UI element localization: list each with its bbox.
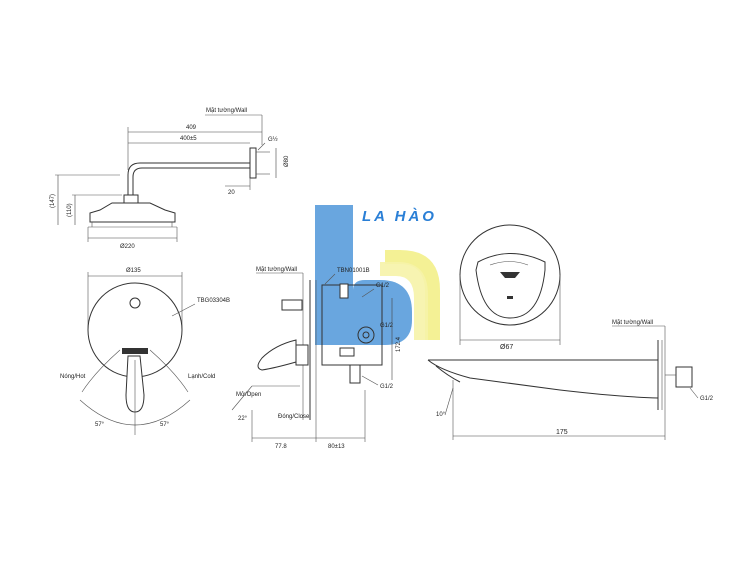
shower-dim-head-dia: Ø220 (120, 244, 135, 250)
spout-flange-diameter: Ø67 (500, 344, 513, 351)
spout-wall-label: Mặt tường/Wall (612, 320, 653, 326)
mixer-side-open: Mở/Open (236, 391, 261, 398)
mixer-front-angle-right: 57° (160, 422, 170, 428)
mixer-side-close: Đóng/Close (278, 414, 310, 420)
mixer-front-diameter: Ø135 (126, 268, 141, 274)
mixer-side-thread-top: G1/2 (376, 283, 390, 289)
shower-head-drawing: Mặt tường/Wall 409 400±5 G½ Ø80 20 (147) (50, 108, 290, 250)
shower-dim-thread: G½ (268, 136, 278, 143)
mixer-front-model: TBG03304B (197, 298, 230, 304)
mixer-side-thread-mid: G1/2 (380, 323, 394, 329)
mixer-front-angle-left: 57° (95, 422, 105, 428)
spout-front-drawing: Ø67 (459, 224, 561, 351)
spout-angle: 10° (436, 412, 446, 418)
spout-side-drawing: Mặt tường/Wall G1/2 10° 175 (427, 320, 714, 440)
mixer-side-body-model: TBN01001B (337, 268, 370, 274)
mixer-side-dim-a: 77.8 (275, 444, 287, 450)
shower-dim-height-inner: (110) (67, 203, 73, 217)
mixer-side-dim-c: 172.4 (396, 336, 402, 352)
mixer-side-dim-b: 80±13 (328, 444, 345, 450)
mixer-side-wall-label: Mặt tường/Wall (256, 267, 297, 273)
shower-wall-label: Mặt tường/Wall (206, 108, 247, 114)
shower-dim-flange: Ø80 (284, 155, 290, 167)
shower-dim-depth: 20 (228, 190, 235, 196)
shower-dim-arm-inner: 400±5 (180, 136, 197, 142)
spout-length: 175 (556, 429, 568, 436)
brand-name: LA HÀO (362, 208, 437, 225)
mixer-side-drawing: Mặt tường/Wall TBN01001B G1/2 G1/2 G1/2 … (231, 267, 402, 450)
mixer-front-drawing: Ø135 TBG03304B Nóng/Hot Lạnh/Cold 57° 57… (60, 268, 230, 435)
mixer-front-cold: Lạnh/Cold (188, 374, 215, 380)
spout-thread: G1/2 (700, 396, 714, 402)
mixer-side-angle: 22° (238, 416, 248, 422)
shower-dim-height-outer: (147) (50, 194, 56, 208)
shower-dim-arm-total: 409 (186, 125, 197, 131)
mixer-front-hot: Nóng/Hot (60, 374, 86, 380)
mixer-side-thread-bottom: G1/2 (380, 384, 394, 390)
